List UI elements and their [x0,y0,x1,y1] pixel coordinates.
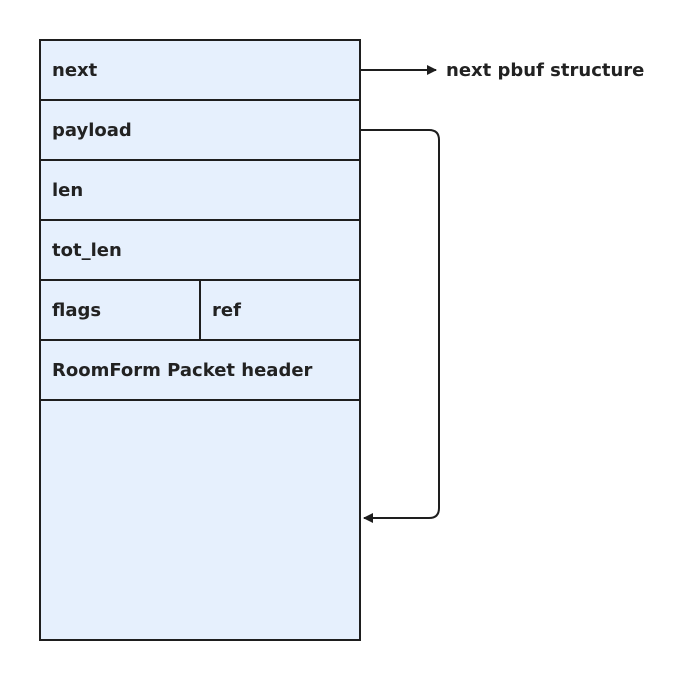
field-len: len [39,159,361,221]
field-packet-header: RoomForm Packet header [39,339,361,401]
field-next: next [39,39,361,101]
field-tot-len-label: tot_len [52,239,122,261]
field-flags-label: flags [52,299,102,321]
payload-data-area [39,399,361,641]
field-ref-label: ref [212,299,241,321]
field-len-label: len [52,179,84,201]
payload-pointer-arrow [360,129,440,523]
field-packet-header-label: RoomForm Packet header [52,359,313,381]
field-payload-label: payload [52,119,132,141]
field-next-label: next [52,59,98,81]
field-flags: flags [39,279,201,341]
next-pbuf-structure-label: next pbuf structure [446,60,645,81]
field-ref: ref [199,279,361,341]
